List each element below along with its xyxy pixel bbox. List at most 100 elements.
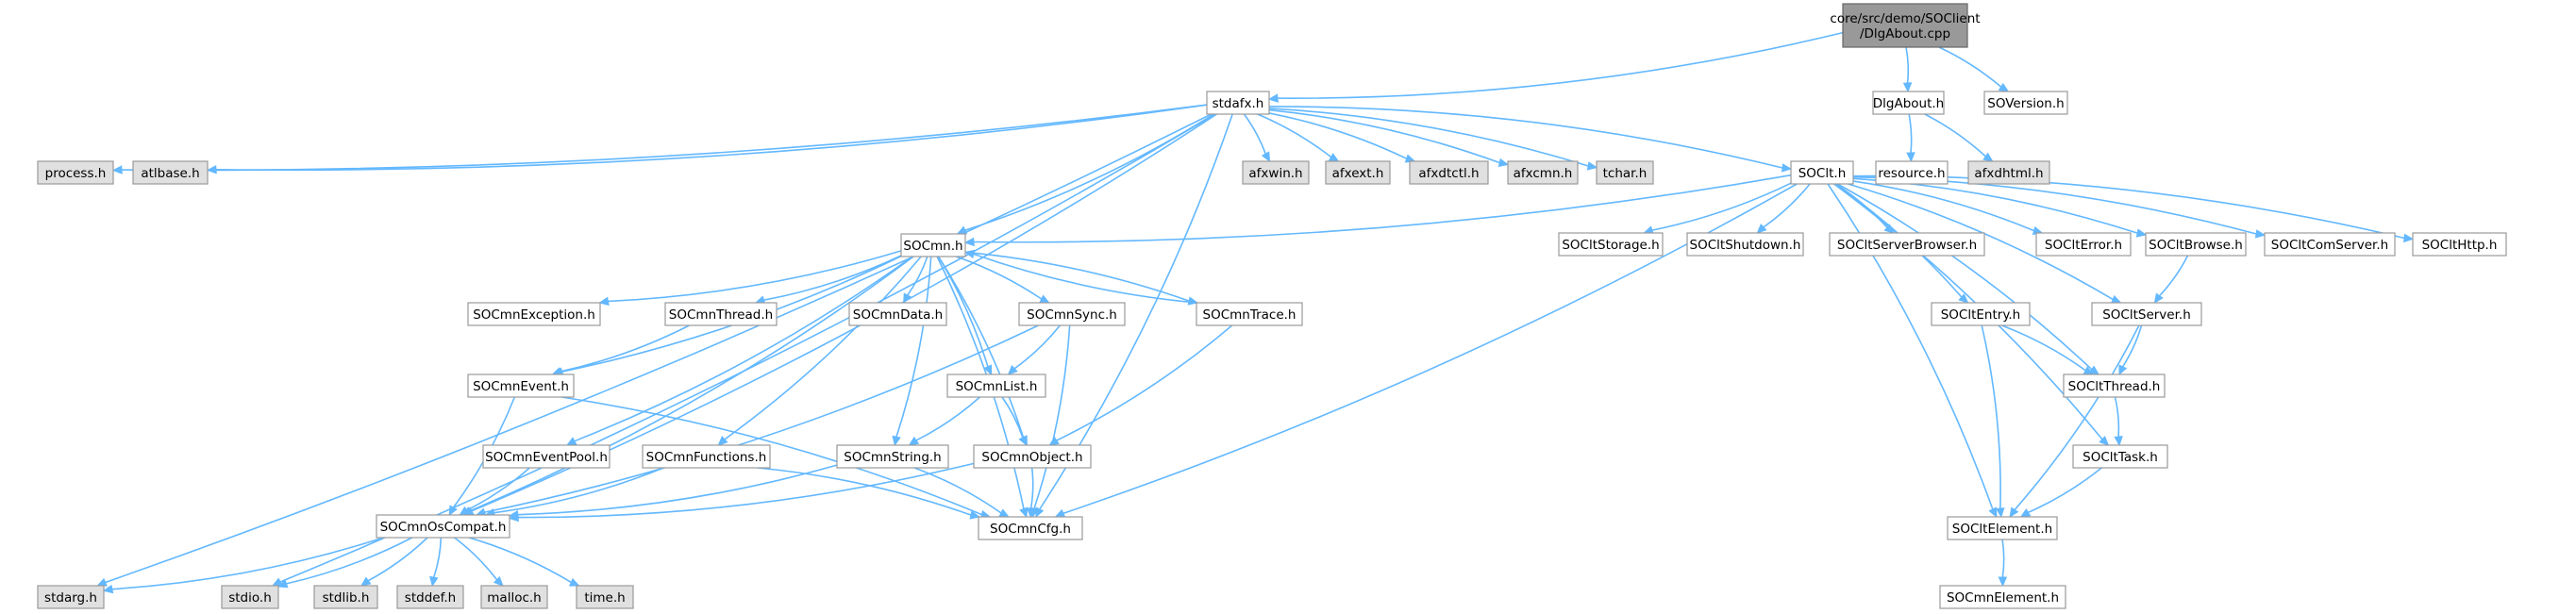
- edge-line: [105, 113, 1213, 584]
- node-soclttask[interactable]: SOCltTask.h: [2072, 444, 2168, 469]
- node-afxext[interactable]: afxext.h: [1325, 160, 1391, 185]
- node-box[interactable]: [376, 514, 510, 539]
- node-soversion[interactable]: SOVersion.h: [1983, 91, 2068, 115]
- node-box[interactable]: [1872, 91, 1945, 115]
- node-box[interactable]: [900, 233, 966, 257]
- node-box[interactable]: [1875, 160, 1949, 185]
- node-socmndata[interactable]: SOCmnData.h: [848, 302, 947, 326]
- node-stdio[interactable]: stdio.h: [221, 585, 279, 609]
- node-socltserverbrowser[interactable]: SOCltServerBrowser.h: [1829, 232, 1985, 257]
- node-box[interactable]: [836, 444, 949, 469]
- node-box[interactable]: [482, 444, 611, 469]
- node-socltshutdown[interactable]: SOCltShutdown.h: [1686, 232, 1804, 257]
- node-socltthread[interactable]: SOCltThread.h: [2063, 373, 2166, 398]
- node-socltserver[interactable]: SOCltServer.h: [2091, 302, 2202, 326]
- node-socmnlist[interactable]: SOCmnList.h: [946, 373, 1046, 398]
- node-afxwin[interactable]: afxwin.h: [1242, 160, 1310, 185]
- node-box[interactable]: [313, 585, 378, 609]
- node-soclthttp[interactable]: SOCltHttp.h: [2412, 232, 2507, 257]
- node-afxdtctl[interactable]: afxdtctl.h: [1409, 160, 1489, 185]
- node-socmnfunctions[interactable]: SOCmnFunctions.h: [642, 444, 771, 469]
- node-box[interactable]: [37, 160, 114, 185]
- node-socmnthread[interactable]: SOCmnThread.h: [664, 302, 778, 326]
- node-resource[interactable]: resource.h: [1875, 160, 1949, 185]
- node-box[interactable]: [973, 444, 1092, 469]
- node-box[interactable]: [2264, 232, 2396, 257]
- node-box[interactable]: [2063, 373, 2166, 398]
- node-socmnobject[interactable]: SOCmnObject.h: [973, 444, 1092, 469]
- node-malloc[interactable]: malloc.h: [480, 585, 548, 609]
- node-box[interactable]: [2035, 232, 2132, 257]
- node-stdafx[interactable]: stdafx.h: [1206, 91, 1270, 115]
- node-socmn[interactable]: SOCmn.h: [900, 233, 966, 257]
- node-tchar[interactable]: tchar.h: [1596, 160, 1654, 185]
- node-socmnelement[interactable]: SOCmnElement.h: [1939, 585, 2066, 609]
- node-box[interactable]: [946, 373, 1046, 398]
- node-socmnexception[interactable]: SOCmnException.h: [467, 302, 601, 326]
- node-stddef[interactable]: stddef.h: [396, 585, 464, 609]
- edge-socmn-to-socmneventpool: [565, 256, 913, 446]
- node-box[interactable]: [2072, 444, 2168, 469]
- node-stdlib[interactable]: stdlib.h: [313, 585, 378, 609]
- node-socmnevent[interactable]: SOCmnEvent.h: [467, 373, 575, 398]
- edge-arrowhead: [1586, 161, 1598, 171]
- node-box[interactable]: [1596, 160, 1654, 185]
- node-box[interactable]: [221, 585, 279, 609]
- node-box[interactable]: [1939, 585, 2066, 609]
- node-socmncfg[interactable]: SOCmnCfg.h: [978, 516, 1083, 540]
- node-box[interactable]: [1947, 516, 2058, 540]
- node-box[interactable]: [1018, 302, 1126, 326]
- edge-socmnoscompat-to-stdio: [276, 537, 413, 589]
- node-socltelement[interactable]: SOCltElement.h: [1947, 516, 2058, 540]
- node-box[interactable]: [1790, 160, 1854, 185]
- node-box[interactable]: [1409, 160, 1489, 185]
- node-box[interactable]: [1558, 232, 1664, 257]
- node-box[interactable]: [132, 160, 209, 185]
- node-stdarg[interactable]: stdarg.h: [37, 585, 105, 609]
- node-box[interactable]: [642, 444, 771, 469]
- node-box[interactable]: [480, 585, 548, 609]
- node-socltbrowse[interactable]: SOCltBrowse.h: [2145, 232, 2247, 257]
- node-box[interactable]: [1931, 302, 2031, 326]
- node-box[interactable]: [37, 585, 105, 609]
- node-socmnsync[interactable]: SOCmnSync.h: [1018, 302, 1126, 326]
- node-box[interactable]: [1686, 232, 1804, 257]
- node-root[interactable]: core/src/demo/SOClient/DlgAbout.cpp: [1830, 3, 1981, 48]
- node-box[interactable]: [1242, 160, 1310, 185]
- node-dlgabout[interactable]: DlgAbout.h: [1872, 91, 1945, 115]
- node-process[interactable]: process.h: [37, 160, 114, 185]
- node-box[interactable]: [576, 585, 634, 609]
- node-soclt[interactable]: SOClt.h: [1790, 160, 1854, 185]
- node-box[interactable]: [1507, 160, 1579, 185]
- node-box[interactable]: [1967, 160, 2050, 185]
- node-box[interactable]: [1842, 3, 1968, 48]
- node-socmneventpool[interactable]: SOCmnEventPool.h: [482, 444, 611, 469]
- node-box[interactable]: [2145, 232, 2247, 257]
- node-time[interactable]: time.h: [576, 585, 634, 609]
- node-socmntrace[interactable]: SOCmnTrace.h: [1196, 302, 1303, 326]
- node-socltcomserver[interactable]: SOCltComServer.h: [2264, 232, 2396, 257]
- node-box[interactable]: [1983, 91, 2068, 115]
- node-box[interactable]: [664, 302, 778, 326]
- node-box[interactable]: [1196, 302, 1303, 326]
- node-box[interactable]: [2091, 302, 2202, 326]
- node-socmnoscompat[interactable]: SOCmnOsCompat.h: [376, 514, 510, 539]
- node-box[interactable]: [2412, 232, 2507, 257]
- node-box[interactable]: [1206, 91, 1270, 115]
- node-socltstorage[interactable]: SOCltStorage.h: [1558, 232, 1664, 257]
- edge-arrowhead: [2009, 506, 2019, 519]
- node-socltentry[interactable]: SOCltEntry.h: [1931, 302, 2031, 326]
- node-afxdhtml[interactable]: afxdhtml.h: [1967, 160, 2050, 185]
- node-box[interactable]: [467, 373, 575, 398]
- node-box[interactable]: [396, 585, 464, 609]
- node-box[interactable]: [1829, 232, 1985, 257]
- node-afxcmn[interactable]: afxcmn.h: [1507, 160, 1579, 185]
- node-box[interactable]: [978, 516, 1083, 540]
- node-socmnstring[interactable]: SOCmnString.h: [836, 444, 949, 469]
- node-soclterror[interactable]: SOCltError.h: [2035, 232, 2132, 257]
- node-box[interactable]: [1325, 160, 1391, 185]
- node-box[interactable]: [467, 302, 601, 326]
- node-atlbase[interactable]: atlbase.h: [132, 160, 209, 185]
- edge-arrowhead: [2110, 294, 2122, 304]
- node-box[interactable]: [848, 302, 947, 326]
